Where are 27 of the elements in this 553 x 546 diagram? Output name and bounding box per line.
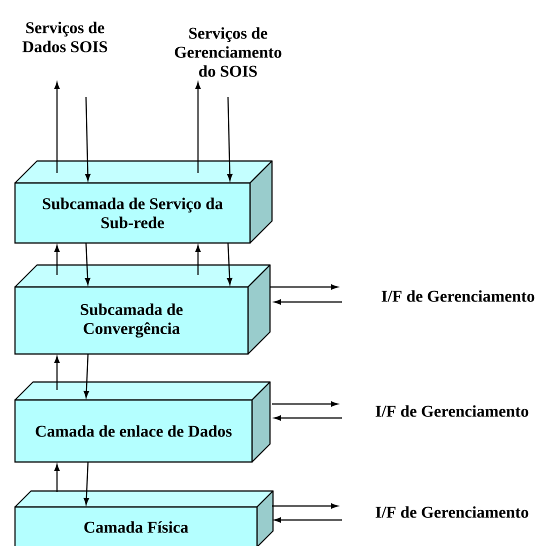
layer-block: Camada de enlace de Dados [14,381,271,463]
arrow [274,517,342,523]
arrow [272,401,338,407]
arrow [274,415,342,421]
arrow [54,245,60,275]
arrow [227,242,232,285]
interface-label: Serviços de Gerenciamento do SOIS [174,27,282,77]
arrow [54,82,60,173]
arrow [54,356,60,390]
layer-block: Camada Física [14,490,274,546]
interface-label: I/F de Gerenciamento [376,506,528,518]
arrow [85,242,90,285]
arrow [227,97,232,181]
interface-label: Serviços de Dados SOIS [22,22,108,52]
arrow [195,245,201,275]
interface-label: I/F de Gerenciamento [382,290,534,302]
interface-label: I/F de Gerenciamento [376,405,528,417]
arrow [85,97,90,181]
arrow [84,354,89,398]
layer-block: Subcamada de Convergência [14,264,271,355]
arrow [195,82,201,173]
arrow [84,462,89,505]
arrow [54,464,60,492]
arrow [272,503,338,509]
layer-block: Subcamada de Serviço da Sub-rede [14,160,273,244]
arrow [274,299,342,305]
arrow [270,284,338,290]
